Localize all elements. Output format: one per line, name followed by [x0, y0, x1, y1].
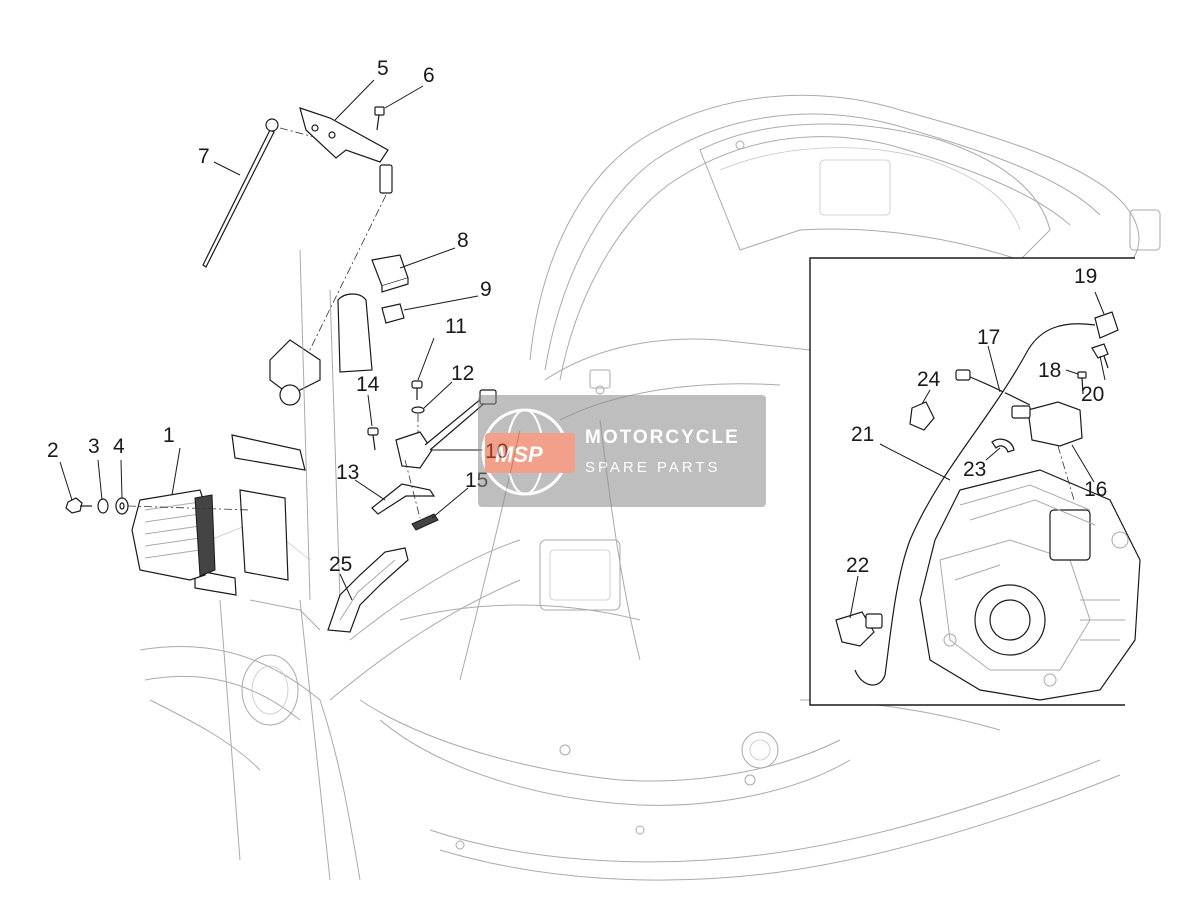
callout-9: 9: [480, 278, 492, 301]
callout-16: 16: [1084, 478, 1107, 501]
callout-22: 22: [846, 554, 869, 577]
part-20-fitting: [1091, 343, 1109, 369]
callout-11: 11: [445, 315, 467, 338]
callout-17: 17: [977, 326, 1000, 349]
part-18-screw: [1077, 371, 1087, 395]
part-15-clip: [411, 513, 439, 531]
callout-numbers: 1 2 3 4 5 6 7 8 9 10 11 12 13 14 15 16 1…: [47, 57, 1107, 577]
callout-6: 6: [423, 64, 435, 87]
part-14-screw: [367, 427, 379, 451]
callout-18: 18: [1038, 359, 1061, 382]
watermark-line1: MOTORCYCLE: [585, 427, 740, 448]
part-12-washer: [411, 406, 425, 414]
part-13-bracket: [371, 483, 436, 515]
callout-7: 7: [198, 145, 210, 168]
watermark: MSP MOTORCYCLE SPARE PARTS: [478, 395, 766, 507]
watermark-logo-badge: [485, 433, 575, 473]
part-9-rubber-mount: [381, 303, 405, 324]
callout-4: 4: [113, 435, 125, 458]
part-4-washer: [115, 497, 129, 515]
part-2-bolt: [65, 497, 92, 514]
part-19-connector: [1027, 311, 1119, 351]
callout-14: 14: [356, 373, 380, 396]
callout-12: 12: [451, 362, 474, 385]
callout-5: 5: [377, 57, 389, 80]
part-8-relay: [371, 254, 409, 293]
part-1-voltage-regulator: [131, 489, 216, 581]
callout-25: 25: [329, 553, 352, 576]
callout-20: 20: [1081, 383, 1104, 406]
watermark-line2: SPARE PARTS: [585, 459, 721, 476]
watermark-panel: [478, 395, 766, 507]
part-21-cable: [854, 349, 1029, 686]
callout-8: 8: [457, 229, 469, 252]
callout-24: 24: [917, 368, 941, 391]
part-23-clamp: [991, 438, 1015, 453]
part-16-actuator: [1011, 401, 1083, 447]
part-3-washer: [97, 498, 109, 514]
assembly-line: [1057, 445, 1075, 501]
assembly-line: [299, 194, 387, 371]
callout-19: 19: [1074, 265, 1097, 288]
callout-1: 1: [163, 424, 175, 447]
callout-3: 3: [88, 435, 100, 458]
part-22-sensor: [835, 611, 883, 647]
part-11-screw: [411, 380, 423, 400]
assembly-line: [127, 505, 251, 511]
leader-lines: [59, 79, 1106, 619]
callout-21: 21: [851, 423, 874, 446]
part-5-bracket: [299, 107, 393, 194]
watermark-logo: MSP: [495, 442, 543, 467]
callout-2: 2: [47, 439, 59, 462]
callout-13: 13: [336, 461, 359, 484]
part-24-clip: [909, 401, 935, 431]
part-6-bolt: [374, 106, 385, 131]
part-25-cover: [327, 547, 409, 633]
callout-23: 23: [963, 458, 986, 481]
engine-assembly: [919, 469, 1141, 701]
steering-column: [194, 249, 373, 631]
assembly-line: [404, 459, 421, 519]
part-7-cable-tie: [202, 118, 319, 268]
